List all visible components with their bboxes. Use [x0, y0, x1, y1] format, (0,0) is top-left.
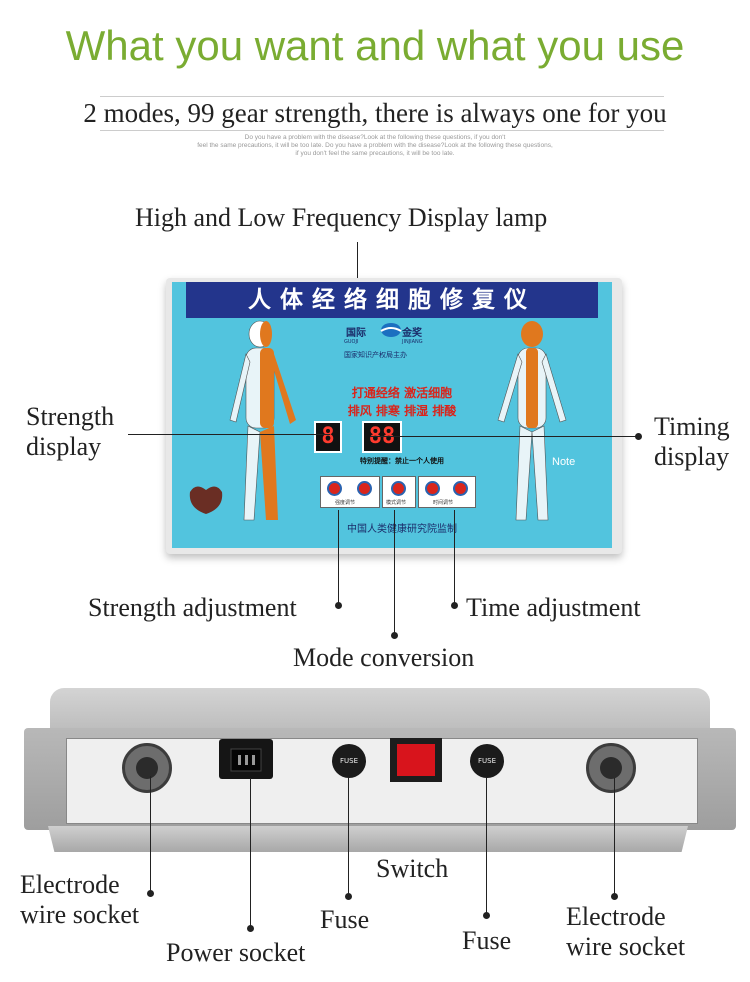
power-switch[interactable] [390, 738, 442, 782]
strength-up-button[interactable] [357, 481, 372, 496]
subheadline: 2 modes, 99 gear strength, there is alwa… [83, 98, 667, 128]
leader-line [454, 510, 455, 603]
callout-electrode-left: Electrode wire socket [20, 870, 139, 930]
switch-rocker[interactable] [397, 744, 435, 776]
callout-mode-conversion: Mode conversion [293, 643, 475, 672]
callout-strength-display-line1: Strength [26, 402, 115, 431]
device-front-panel: 人体经络细胞修复仪 国际 金奖 GUOJI JINJIANG 国家知识产权局主 [172, 282, 612, 548]
organ-illustration [189, 486, 223, 514]
leader-dot [635, 433, 642, 440]
callout-electrode-left-line2: wire socket [20, 900, 140, 929]
electrode-socket-right[interactable] [586, 743, 636, 793]
headline: What you want and what you use [65, 22, 685, 69]
fuse-holder-left[interactable]: FUSE [332, 744, 366, 778]
callout-timing-display: Timing display [654, 412, 730, 472]
leader-dot [451, 602, 458, 609]
fine-print: Do you have a problem with the disease?L… [140, 134, 610, 158]
leader-line [614, 778, 615, 896]
leader-line [128, 434, 330, 435]
time-button-label: 时间调节 [433, 500, 454, 506]
panel-title: 人体经络细胞修复仪 [186, 282, 598, 318]
logo-text-right: 金奖 [402, 328, 422, 339]
slogan-line-1: 打通经络 激活细胞 [351, 386, 453, 400]
leader-dot [611, 893, 618, 900]
callout-strength-adjustment: Strength adjustment [88, 593, 297, 622]
timing-display: 88 [362, 421, 402, 453]
callout-switch: Switch [376, 854, 449, 883]
fine-print-line: Do you have a problem with the disease?L… [244, 134, 506, 141]
leader-line [250, 778, 251, 926]
fine-print-line: if you don't feel the same precautions, … [295, 150, 455, 157]
mode-button-label: 模式调节 [386, 500, 407, 506]
leader-dot [391, 632, 398, 639]
strength-button-label: 强度调节 [335, 500, 356, 506]
logo-sub-left: GUOJI [344, 339, 359, 345]
award-logo: 国际 金奖 GUOJI JINJIANG 国家知识产权局主办 [342, 322, 442, 372]
leader-line [370, 436, 638, 437]
callout-electrode-right: Electrode wire socket [566, 902, 685, 962]
callout-electrode-right-line1: Electrode [566, 902, 666, 931]
leader-line [150, 776, 151, 892]
logo-text-left: 国际 [346, 328, 366, 339]
fine-print-line: feel the same precautions, it will be to… [197, 142, 553, 149]
time-down-button[interactable] [425, 481, 440, 496]
note-label: Note [552, 456, 576, 468]
authority-text: 国家知识产权局主办 [344, 351, 407, 359]
warning-text: 特别提醒：禁止一个人使用 [360, 457, 444, 465]
callout-electrode-left-line1: Electrode [20, 870, 120, 899]
mode-button[interactable] [391, 481, 406, 496]
leader-dot [247, 925, 254, 932]
fuse-holder-right[interactable]: FUSE [470, 744, 504, 778]
time-button-group: 时间调节 [418, 476, 476, 508]
callout-fuse-right: Fuse [462, 926, 512, 955]
callout-frequency-lamp: High and Low Frequency Display lamp [135, 203, 548, 232]
callout-strength-display-line2: display [26, 432, 102, 461]
body-figure-back [497, 321, 567, 521]
leader-dot [345, 893, 352, 900]
callout-time-adjustment: Time adjustment [466, 593, 641, 622]
device-rear-lip [48, 826, 688, 852]
mode-button-group: 模式调节 [382, 476, 416, 508]
leader-dot [335, 602, 342, 609]
strength-display: 8 [314, 421, 342, 453]
strength-down-button[interactable] [327, 481, 342, 496]
callout-timing-display-line1: Timing [654, 412, 730, 441]
leader-line [338, 510, 339, 603]
callout-fuse-left: Fuse [320, 905, 370, 934]
body-figure-front [229, 320, 296, 521]
leader-line [486, 778, 487, 914]
electrode-socket-left[interactable] [122, 743, 172, 793]
strength-button-group: 强度调节 [320, 476, 380, 508]
logo-sub-right: JINJIANG [402, 339, 423, 345]
time-up-button[interactable] [453, 481, 468, 496]
globe-icon [380, 323, 402, 337]
divider-top [100, 96, 664, 97]
slogan-line-2: 排风 排寒 排湿 排酸 [347, 404, 457, 418]
leader-line [394, 510, 395, 634]
leader-dot [147, 890, 154, 897]
callout-power-socket: Power socket [166, 938, 306, 967]
leader-line [348, 778, 349, 894]
power-socket[interactable] [219, 739, 273, 779]
power-socket-icon [230, 748, 262, 772]
callout-electrode-right-line2: wire socket [566, 932, 686, 961]
leader-dot [483, 912, 490, 919]
callout-strength-display: Strength display [26, 402, 114, 462]
panel-footer: 中国人类健康研究院监制 [347, 524, 457, 535]
device-rear-top [50, 688, 710, 730]
callout-timing-display-line2: display [654, 442, 730, 471]
divider-bottom [100, 130, 664, 131]
